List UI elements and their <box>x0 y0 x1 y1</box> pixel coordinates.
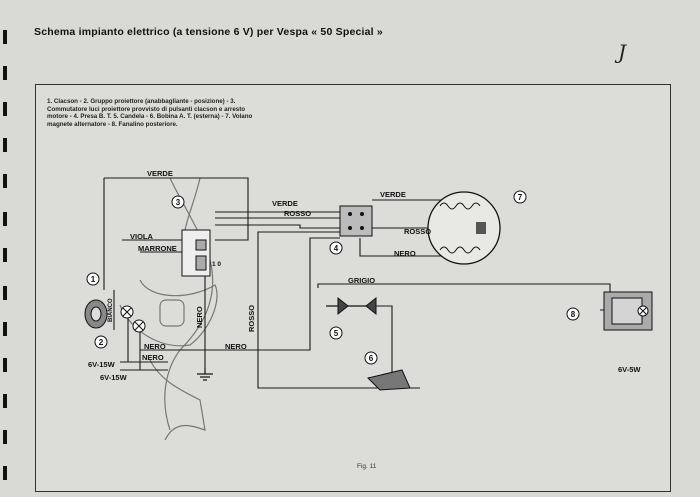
figure-label: Fig. 11 <box>357 463 377 470</box>
wire-label-verde-top: VERDE <box>147 169 173 178</box>
callout-3: 3 <box>171 195 185 209</box>
svg-text:6: 6 <box>369 354 374 363</box>
wire-label-viola: VIOLA <box>130 232 154 241</box>
wire-label-nero-bottom2: NERO <box>142 353 164 362</box>
svg-text:4: 4 <box>334 244 339 253</box>
wire-label-verde-right: VERDE <box>380 190 406 199</box>
scooter-silhouette <box>119 177 218 441</box>
ignition-coil <box>367 369 411 391</box>
svg-text:2: 2 <box>99 338 104 347</box>
lamp-label-rear: 6V-5W <box>618 365 641 374</box>
wire-label-nero-bottom3: NERO <box>225 342 247 351</box>
wire-label-rosso-vertical: ROSSO <box>247 305 256 332</box>
callouts: 1 2 3 4 5 6 7 8 <box>86 190 580 365</box>
legend-text: 1. Clacson - 2. Gruppo proiettore (anabb… <box>47 98 253 128</box>
wire-label-rosso-right: ROSSO <box>404 227 431 236</box>
callout-8: 8 <box>566 307 580 321</box>
lamp-label-b: 6V-15W <box>100 373 128 382</box>
callout-1: 1 <box>86 272 100 286</box>
connector-block <box>339 205 373 237</box>
wire-label-bianco: BIANCO <box>108 298 114 322</box>
horn-component <box>84 299 108 329</box>
rear-lamp <box>603 291 653 331</box>
switch-on-off-mark: 1 0 <box>212 261 221 268</box>
alternator-flywheel <box>427 191 501 265</box>
callout-2: 2 <box>94 335 108 349</box>
lamp-label-a: 6V-15W <box>88 360 116 369</box>
wire-labels: VERDE VERDE ROSSO VERDE ROSSO NERO VIOLA… <box>88 169 641 382</box>
light-switch-block <box>181 229 211 277</box>
callout-5: 5 <box>329 326 343 340</box>
ground-symbol <box>197 368 213 381</box>
callout-6: 6 <box>364 351 378 365</box>
wire-label-verde-mid: VERDE <box>272 199 298 208</box>
diagram-frame <box>35 84 671 492</box>
svg-text:8: 8 <box>571 310 576 319</box>
wire-label-nero-vertical: NERO <box>195 306 204 328</box>
svg-text:7: 7 <box>518 193 523 202</box>
wire-label-rosso-mid: ROSSO <box>284 209 311 218</box>
headlamp-bulbs <box>120 305 146 333</box>
page-title: Schema impianto elettrico (a tensione 6 … <box>34 26 383 38</box>
corner-mark: J <box>618 40 627 64</box>
wire-label-grigio: GRIGIO <box>348 276 375 285</box>
svg-text:3: 3 <box>176 198 181 207</box>
callout-4: 4 <box>329 241 343 255</box>
svg-text:1: 1 <box>91 275 96 284</box>
wire-label-marrone: MARRONE <box>138 244 177 253</box>
wire-label-nero-bottom1: NERO <box>144 342 166 351</box>
svg-text:5: 5 <box>334 329 339 338</box>
binder-rings <box>3 30 7 480</box>
callout-7: 7 <box>513 190 527 204</box>
wire-label-nero-right: NERO <box>394 249 416 258</box>
spark-plug <box>326 296 377 316</box>
